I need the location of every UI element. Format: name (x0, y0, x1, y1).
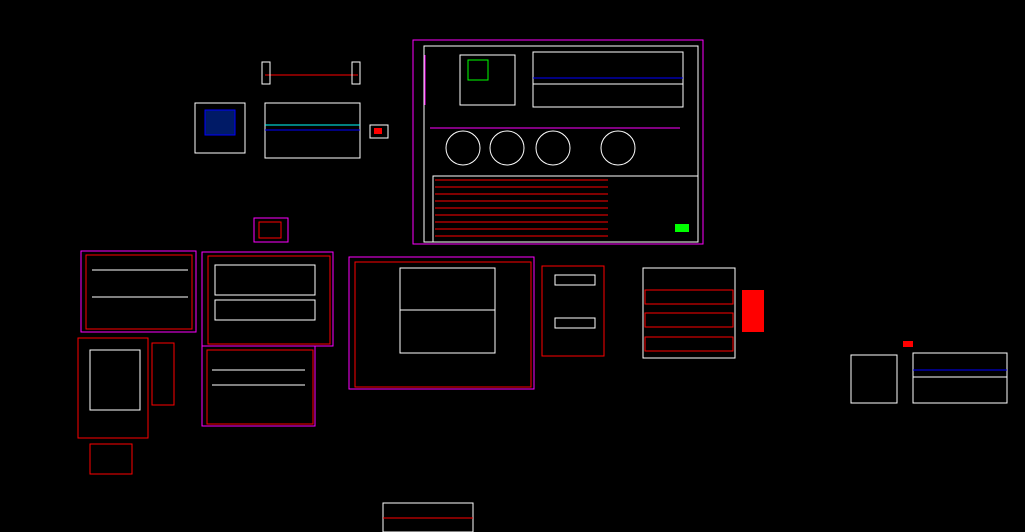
sheet-3[interactable] (201, 251, 334, 347)
drawing-assembly-top-left[interactable] (194, 61, 389, 159)
sheet-main-assembly[interactable] (412, 39, 704, 245)
sheet-5[interactable] (348, 256, 535, 390)
sheet-7[interactable] (642, 267, 764, 359)
sheet-2[interactable] (80, 250, 197, 333)
sheet-right-assembly[interactable] (850, 341, 1008, 404)
sheet-6[interactable] (541, 265, 605, 357)
sheet-4[interactable] (201, 345, 316, 427)
sheet-8[interactable] (77, 337, 175, 475)
sheet-bottom[interactable] (382, 502, 474, 532)
drawing-small-detail[interactable] (253, 217, 289, 243)
